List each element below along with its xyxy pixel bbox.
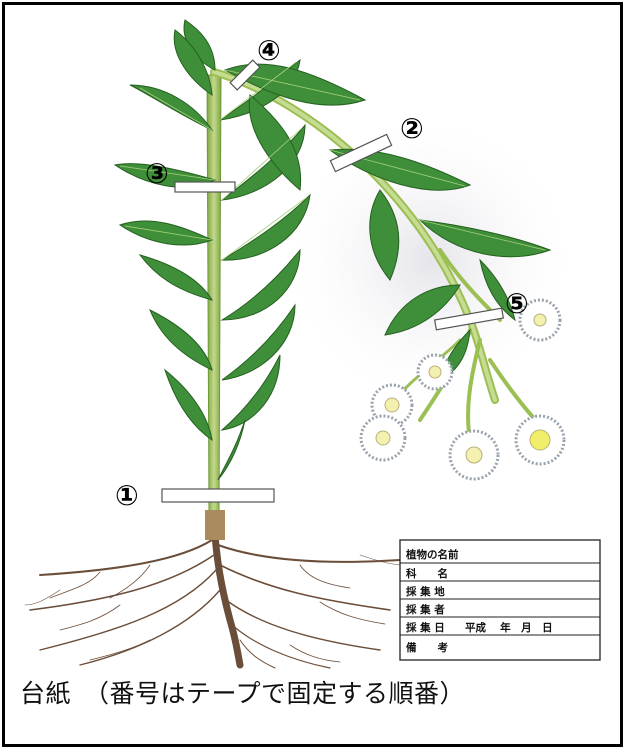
marker-2: ② bbox=[400, 112, 424, 145]
specimen-label-card: 植物の名前 科 名 採 集 地 採 集 者 採 集 日 平成 年 月 日 備 考 bbox=[400, 540, 600, 660]
marker-4: ④ bbox=[257, 34, 281, 67]
label-card-title: 植物の名前 bbox=[405, 548, 459, 561]
caption: 台紙 （番号はテープで固定する順番） bbox=[20, 674, 465, 710]
tape-3 bbox=[175, 182, 235, 192]
marker-3: ③ bbox=[145, 157, 169, 190]
root-system bbox=[25, 520, 405, 668]
label-row-family-key: 科 名 bbox=[406, 567, 448, 580]
marker-1: ① bbox=[115, 479, 139, 512]
label-row-date-value: 平成 年 月 日 bbox=[465, 621, 553, 634]
label-row-place-key: 採 集 地 bbox=[406, 585, 445, 598]
label-row-collector-key: 採 集 者 bbox=[406, 603, 445, 616]
marker-5: ⑤ bbox=[505, 287, 529, 320]
stem-base bbox=[205, 510, 225, 540]
tape-1 bbox=[162, 489, 274, 502]
label-row-remarks-key: 備 考 bbox=[406, 641, 448, 654]
label-row-date-key: 採 集 日 bbox=[406, 621, 445, 634]
